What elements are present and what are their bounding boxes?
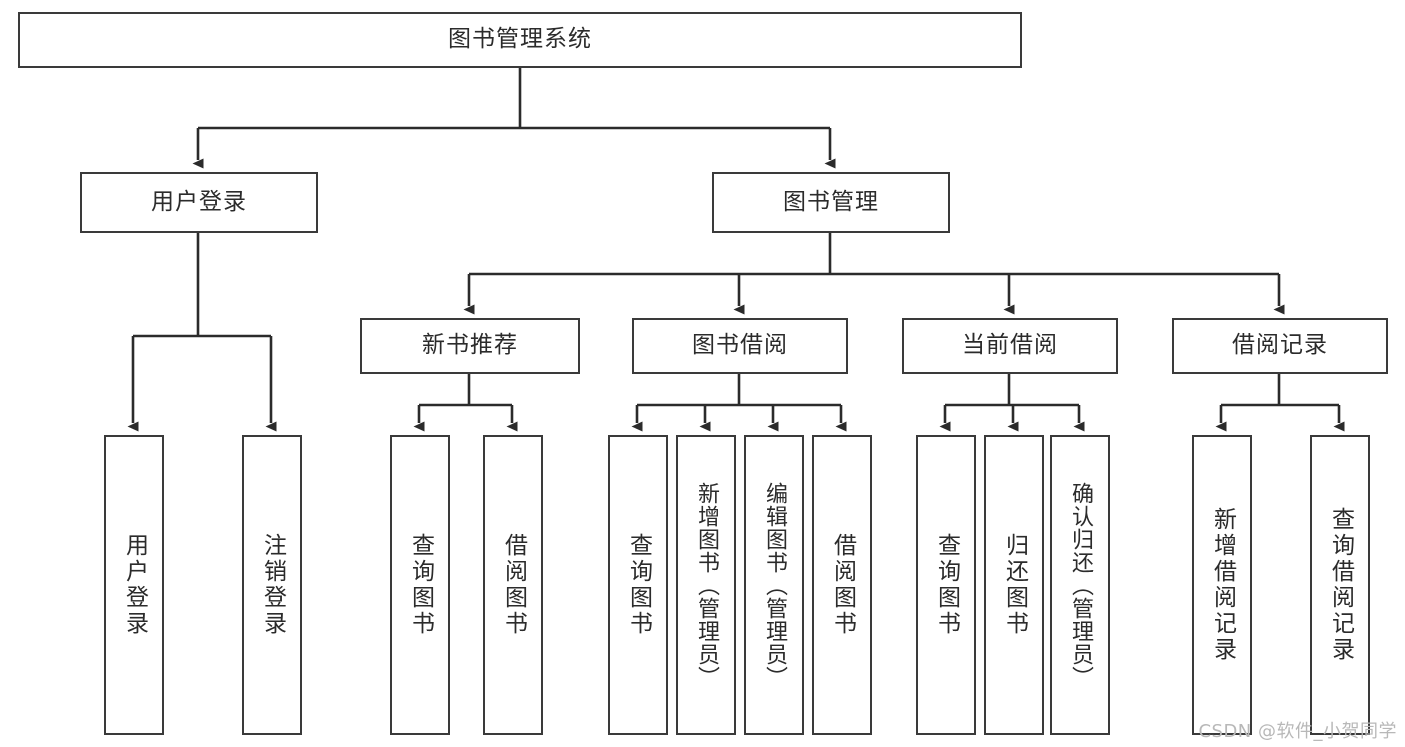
node-leaf-query-book-2[interactable]: 查询图书 (608, 435, 668, 735)
node-label: 借阅图书 (829, 533, 856, 637)
watermark-text: CSDN @软件_小贺同学 (1198, 721, 1397, 742)
node-label: 编辑图书（管理员） (762, 481, 787, 689)
node-label: 图书管理系统 (448, 26, 592, 53)
node-leaf-edit-book[interactable]: 编辑图书（管理员） (744, 435, 804, 735)
node-root[interactable]: 图书管理系统 (18, 12, 1022, 68)
node-label: 借阅记录 (1232, 332, 1328, 359)
node-book-manage[interactable]: 图书管理 (712, 172, 950, 233)
node-label: 用户登录 (121, 533, 148, 637)
node-label: 注销登录 (259, 533, 286, 637)
node-label: 新增图书（管理员） (694, 481, 719, 689)
node-leaf-add-book[interactable]: 新增图书（管理员） (676, 435, 736, 735)
node-label: 用户登录 (151, 188, 247, 215)
node-label: 借阅图书 (500, 533, 527, 637)
node-leaf-query-record[interactable]: 查询借阅记录 (1310, 435, 1370, 735)
node-borrow-record[interactable]: 借阅记录 (1172, 318, 1388, 374)
node-label: 查询图书 (407, 533, 434, 637)
node-label: 归还图书 (1001, 533, 1028, 637)
node-label: 新书推荐 (422, 332, 518, 359)
node-label: 当前借阅 (962, 332, 1058, 359)
node-leaf-add-record[interactable]: 新增借阅记录 (1192, 435, 1252, 735)
node-leaf-query-book-3[interactable]: 查询图书 (916, 435, 976, 735)
node-leaf-borrow-book-2[interactable]: 借阅图书 (812, 435, 872, 735)
node-label: 新增借阅记录 (1209, 507, 1236, 663)
node-leaf-return-book[interactable]: 归还图书 (984, 435, 1044, 735)
node-current-borrow[interactable]: 当前借阅 (902, 318, 1118, 374)
node-label: 查询图书 (933, 533, 960, 637)
node-label: 确认归还（管理员） (1068, 481, 1093, 689)
node-label: 查询借阅记录 (1327, 507, 1354, 663)
node-user-login[interactable]: 用户登录 (80, 172, 318, 233)
node-label: 图书管理 (783, 188, 879, 215)
node-leaf-borrow-book-1[interactable]: 借阅图书 (483, 435, 543, 735)
node-label: 查询图书 (625, 533, 652, 637)
node-new-book-recommend[interactable]: 新书推荐 (360, 318, 580, 374)
node-label: 图书借阅 (692, 332, 788, 359)
node-leaf-user-logout[interactable]: 注销登录 (242, 435, 302, 735)
node-leaf-user-login[interactable]: 用户登录 (104, 435, 164, 735)
node-leaf-query-book-1[interactable]: 查询图书 (390, 435, 450, 735)
node-book-borrow[interactable]: 图书借阅 (632, 318, 848, 374)
node-leaf-confirm-return[interactable]: 确认归还（管理员） (1050, 435, 1110, 735)
